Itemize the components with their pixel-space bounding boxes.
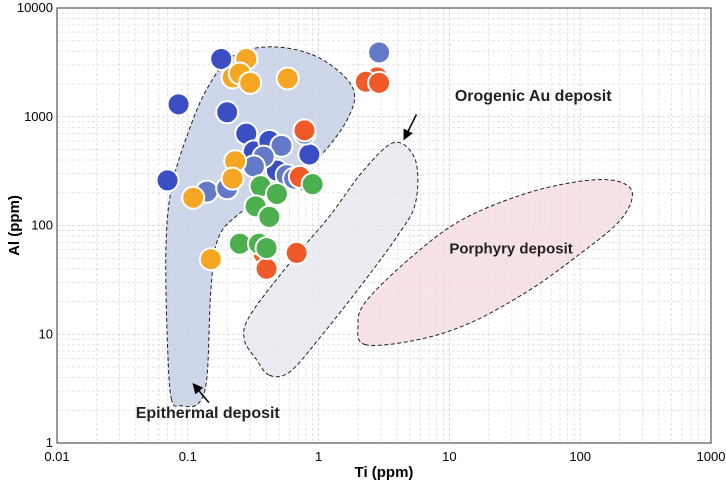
- data-point-dark_blue: [166, 92, 191, 117]
- x-tick-label: 1000: [697, 449, 726, 464]
- x-tick-label: 10: [442, 449, 456, 464]
- data-point-orange: [181, 185, 206, 210]
- y-tick-label: 1: [46, 435, 53, 450]
- field-region-1: [243, 141, 419, 378]
- data-point-orange: [198, 247, 223, 272]
- data-point-red_orange: [292, 118, 317, 143]
- data-point-orange: [275, 66, 300, 91]
- data-point-dark_blue: [209, 46, 234, 71]
- annotation-arrow-2: [192, 383, 210, 404]
- data-point-slate_blue: [269, 133, 294, 158]
- annotation-arrow-0: [403, 114, 418, 141]
- y-tick-labels: 1 10 100 1000 10000: [17, 0, 53, 450]
- y-tick-label: 10000: [17, 0, 53, 15]
- region-label-0: Orogenic Au deposit: [455, 88, 612, 105]
- data-point-green: [300, 172, 325, 197]
- y-tick-label: 10: [39, 326, 53, 341]
- region-label-1: Porphyry deposit: [449, 241, 572, 258]
- region-label-2: Epithermal deposit: [136, 405, 281, 422]
- data-point-orange: [238, 70, 263, 95]
- x-tick-labels: 0.01 0.1 1 10 100 1000: [44, 449, 725, 464]
- data-point-red_orange: [254, 256, 279, 281]
- x-tick-label: 1: [315, 449, 322, 464]
- data-point-green: [264, 181, 289, 206]
- y-axis-title: Al (ppm): [6, 195, 23, 256]
- data-point-slate_blue: [367, 40, 392, 65]
- plot-frame: [56, 7, 712, 444]
- x-tick-label: 100: [569, 449, 591, 464]
- data-point-dark_blue: [155, 168, 180, 193]
- data-point-dark_blue: [297, 142, 322, 167]
- data-point-red_orange: [367, 70, 392, 95]
- field-region-2: [357, 179, 633, 346]
- data-point-red_orange: [284, 240, 309, 265]
- data-point-dark_blue: [215, 100, 240, 125]
- y-tick-label: 100: [31, 218, 53, 233]
- data-point-green: [254, 236, 279, 261]
- data-point-green: [257, 204, 282, 229]
- x-tick-label: 0.01: [44, 449, 69, 464]
- data-points: [155, 40, 392, 281]
- x-tick-label: 0.1: [179, 449, 197, 464]
- data-point-orange: [220, 166, 245, 191]
- y-tick-label: 1000: [24, 109, 53, 124]
- x-axis-title: Ti (ppm): [355, 464, 414, 481]
